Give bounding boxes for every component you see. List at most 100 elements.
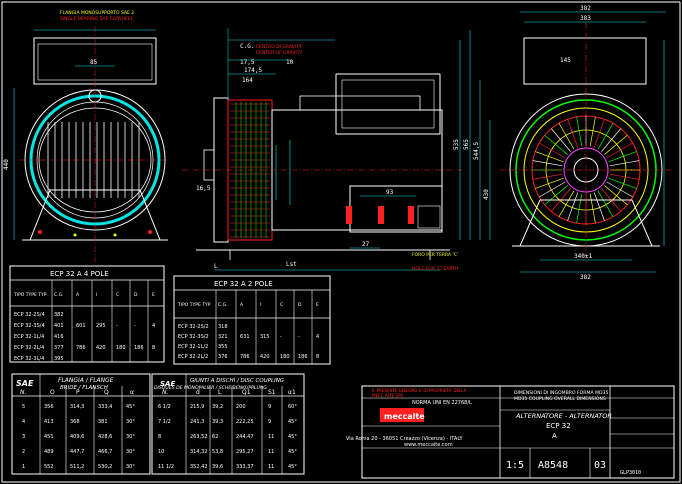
table-flange-cell: 45° xyxy=(126,404,135,410)
annotation-cog-en: CENTER OF GRAVITY xyxy=(256,50,302,56)
table-coupling-cell: 10 xyxy=(158,449,164,455)
table-flange-header: O xyxy=(50,389,55,396)
tb-note-1: IL PRESENTE DISEGNO E' DI PROPRIETA' DEL… xyxy=(372,388,467,393)
table-coupling-cell: 39,2 xyxy=(212,404,223,410)
table-2-pole-cell: 321 xyxy=(218,334,228,340)
table-flange-cell: 30° xyxy=(126,449,135,455)
tb-scale: 1:5 xyxy=(506,460,524,471)
table-flange xyxy=(11,373,151,475)
table-coupling-cell: 39,6 xyxy=(212,464,223,470)
dim-174-5: 174,5 xyxy=(244,67,262,74)
table-coupling-cell: 314,32 xyxy=(190,449,208,455)
table-2-pole-cell: 631 xyxy=(240,334,250,340)
table-coupling-cell: 39,3 xyxy=(212,419,223,425)
right-end-view xyxy=(500,11,672,273)
table-flange-cell: 333,4 xyxy=(98,404,112,410)
table-flange-cell: 409,6 xyxy=(70,434,84,440)
table-flange-sae: SAE xyxy=(16,379,34,388)
table-4-pole-cell: 786 xyxy=(76,345,86,351)
table-2-pole-cell: 4 xyxy=(316,334,319,340)
table-coupling-cell: 45° xyxy=(288,419,297,425)
table-flange-header: Q xyxy=(104,389,109,396)
table-flange-cell: 3 xyxy=(22,434,25,440)
table-coupling-cell: 11 1/2 xyxy=(158,464,174,470)
table-4-pole-title: ECP 32 A 4 POLE xyxy=(50,270,109,278)
dim-17-5: 17,5 xyxy=(240,59,255,66)
tb-title-2: ECP 32 xyxy=(546,422,571,430)
table-4-pole-cell: 377 xyxy=(54,345,64,351)
table-coupling-cell: 11 xyxy=(268,434,274,440)
tb-title-1: ALTERNATORE - ALTERNATOR xyxy=(515,412,612,420)
table-coupling-header: α1 xyxy=(288,389,296,396)
dim-l: L xyxy=(214,263,218,270)
table-coupling-cell: 11 xyxy=(268,449,274,455)
tb-rev: 03 xyxy=(594,460,606,471)
table-4-pole-header: I xyxy=(96,292,97,298)
tb-note-2: MECC ALTE SPA xyxy=(372,393,403,398)
table-coupling-cell: 241,3 xyxy=(190,419,204,425)
table-4-pole-cell: 382 xyxy=(54,312,64,318)
annotation-earth: FORO PER TERRA 'C' xyxy=(412,252,458,258)
annotation-flange-en: SINGLE BEARING SAE FLYWHEEL xyxy=(60,16,134,22)
table-coupling-cell: 9 xyxy=(268,404,271,410)
table-2-pole-header: A xyxy=(240,302,244,308)
table-flange-cell: 489 xyxy=(44,449,54,455)
annotation-earth-en: HOLE FOR 'C' EARTH xyxy=(412,266,458,272)
table-coupling-cell: 8 xyxy=(158,434,161,440)
table-4-pole xyxy=(9,265,165,363)
table-coupling-sae: SAE xyxy=(160,380,175,388)
table-4-pole-cell: 180 xyxy=(116,345,126,351)
table-4-pole-cell: 295 xyxy=(96,323,106,329)
table-4-pole-cell: - xyxy=(134,323,136,329)
table-coupling-cell: 45° xyxy=(288,464,297,470)
table-flange-cell: 428,6 xyxy=(98,434,112,440)
table-flange-header: α xyxy=(130,389,134,396)
tb-web: www.meccalte.com xyxy=(404,442,453,448)
dim-93: 93 xyxy=(386,189,394,196)
table-coupling-cell: 53,8 xyxy=(212,449,223,455)
table-2-pole-cell: ECP 32-1L/2 xyxy=(178,344,208,350)
table-4-pole-cell: ECP 32-3S/4 xyxy=(14,323,45,329)
table-flange-cell: 530,2 xyxy=(98,464,112,470)
table-2-pole-header: TIPO TYPE TYP xyxy=(177,302,211,308)
table-coupling-cell: 215,9 xyxy=(190,404,204,410)
table-4-pole-cell: 601 xyxy=(76,323,86,329)
table-flange-cell: 356 xyxy=(44,404,54,410)
table-4-pole-header: E xyxy=(152,292,155,298)
table-2-pole-title: ECP 32 A 2 POLE xyxy=(214,280,273,288)
dim-cg: C.G. xyxy=(240,43,254,50)
table-coupling-cell: 60° xyxy=(288,404,297,410)
table-4-pole-cell: 401 xyxy=(54,323,64,329)
dim-382: 382 xyxy=(580,5,591,12)
table-coupling-title: GIUNTI A DISCHI / DISC COUPLING xyxy=(190,378,284,384)
table-flange-cell: 5 xyxy=(22,404,25,410)
table-4-pole-cell: 8 xyxy=(152,345,155,351)
dim-383: 383 xyxy=(580,15,591,22)
table-4-pole-cell: ECP 32-1L/4 xyxy=(14,334,44,340)
table-flange-cell: 368 xyxy=(70,419,80,425)
dim-440: 440 xyxy=(3,159,10,170)
tb-address: Via Roma 20 - 36051 Creazzo (Vicenza) - … xyxy=(346,436,463,442)
table-2-pole-cell: - xyxy=(280,334,282,340)
table-flange-cell: 451 xyxy=(44,434,54,440)
table-coupling-header: S1 xyxy=(268,389,276,396)
table-2-pole-cell: ECP 32-2S/2 xyxy=(178,324,209,330)
tb-desc-1: DIMENSIONI DI INGOMBRO FORMA MD35 xyxy=(514,390,608,396)
table-coupling-cell: 200 xyxy=(236,404,246,410)
table-4-pole-cell: 4 xyxy=(152,323,155,329)
dim-164: 164 xyxy=(242,77,253,84)
dim-lst: Lst xyxy=(286,261,297,268)
table-coupling-header: L xyxy=(218,389,222,396)
table-4-pole-cell: - xyxy=(116,323,118,329)
table-4-pole-header: C.G. xyxy=(54,292,64,298)
dim-16-5: 16,5 xyxy=(196,185,211,192)
dim-565: 565 xyxy=(463,139,470,150)
table-2-pole-cell: 315 xyxy=(260,334,270,340)
table-2-pole-cell: 376 xyxy=(218,354,228,360)
table-4-pole-cell: 186 xyxy=(134,345,144,351)
table-2-pole-cell: 786 xyxy=(240,354,250,360)
table-coupling-cell: 244,47 xyxy=(236,434,254,440)
table-flange-cell: 511,2 xyxy=(70,464,84,470)
